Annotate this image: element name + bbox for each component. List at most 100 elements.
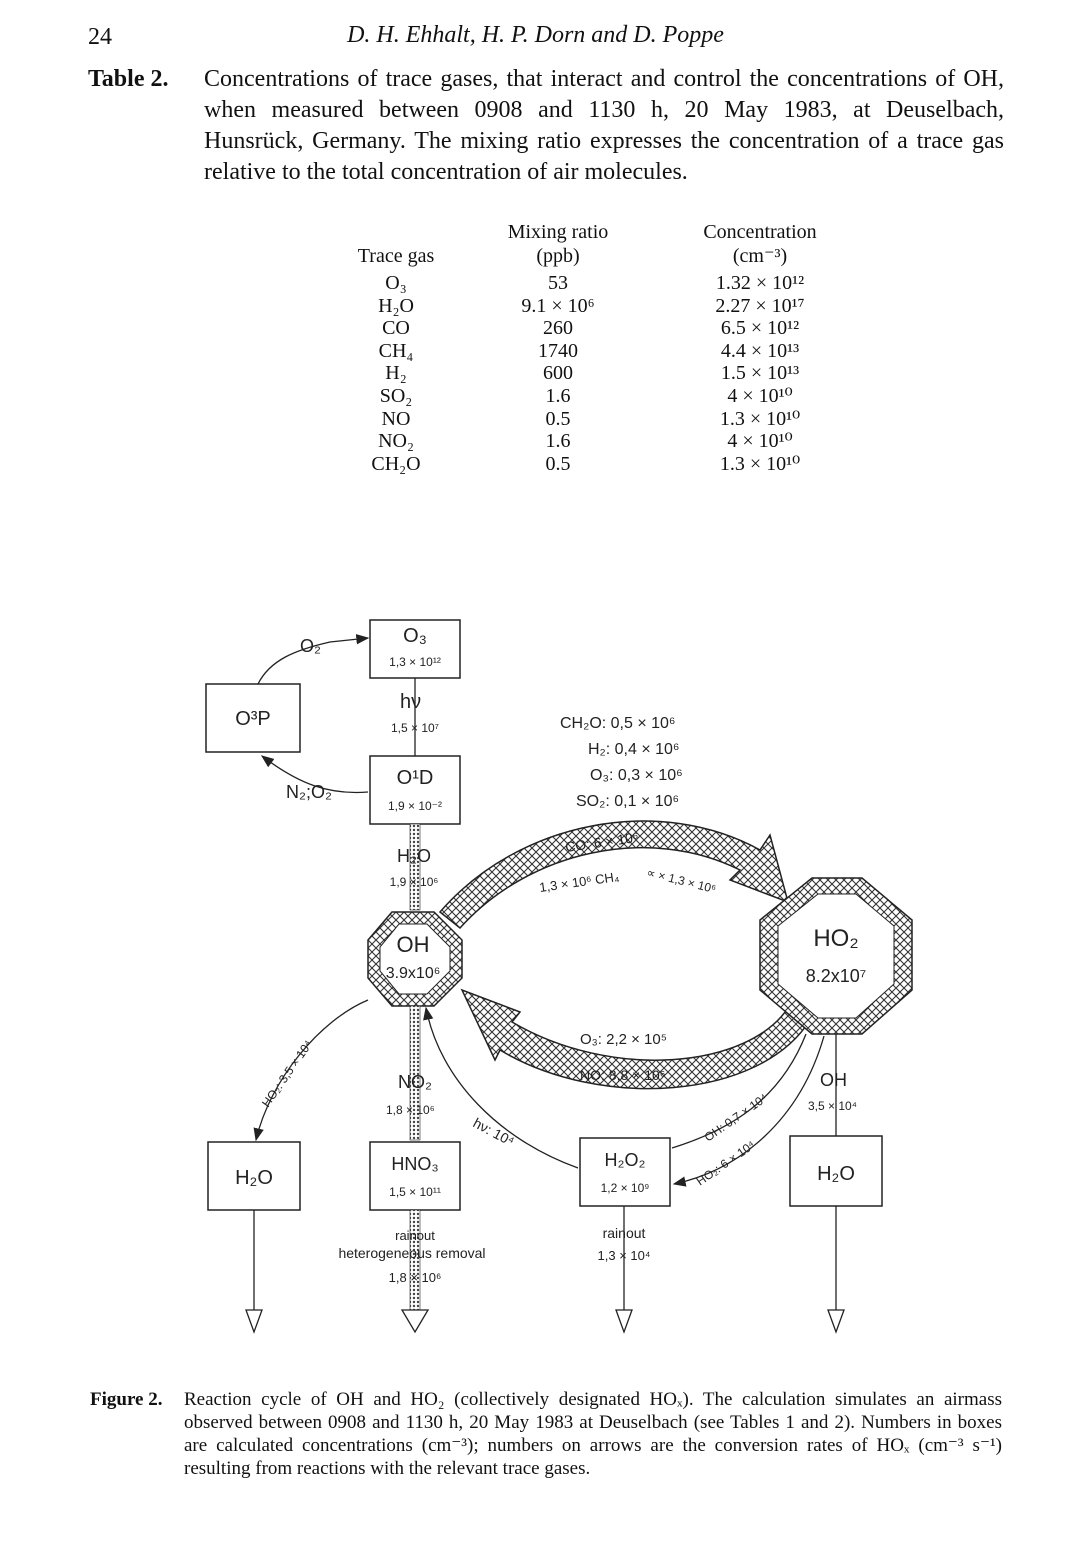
table-row: O₃ 53 1.32 × 10¹² (330, 272, 866, 295)
n2o2-label: N₂;O₂ (286, 782, 332, 802)
h2o-left-name: H₂O (235, 1167, 273, 1189)
running-head-authors: D. H. Ehhalt, H. P. Dorn and D. Poppe (347, 22, 724, 48)
table-row: CO 260 6.5 × 10¹² (330, 317, 866, 340)
table-row: CH₄ 1740 4.4 × 10¹³ (330, 340, 866, 363)
cell-mixing-ratio: 53 (548, 272, 568, 294)
o3p-name: O³P (235, 708, 271, 730)
cell-mixing-ratio: 1.6 (545, 430, 571, 453)
rate-o3: O₃: 0,3 × 10⁶ (590, 767, 683, 784)
rate-h2: H₂: 0,4 × 10⁶ (588, 741, 680, 758)
o3p-box (205, 683, 301, 753)
cell-trace-gas: NO (381, 407, 411, 430)
cell-concentration: 6.5 × 10¹² (720, 317, 800, 340)
ho2-h2o2-rate: HO₂: 6 × 10⁴ (694, 1138, 758, 1189)
cell-concentration: 1.3 × 10¹⁰ (719, 407, 801, 430)
table-row: SO₂ 1.6 4 × 10¹⁰ (330, 385, 866, 408)
cell-trace-gas: SO₂ (379, 384, 413, 407)
hno3-box (369, 1141, 461, 1211)
table-header-row: Trace gas Mixing ratio(ppb) Concentratio… (330, 220, 866, 272)
rate-o3-back: O₃: 2,2 × 10⁵ (580, 1031, 667, 1048)
figure-caption-text: Reaction cycle of OH and HO₂ (collective… (184, 1389, 1002, 1479)
oh-conc: 3.9x10⁶ (386, 965, 441, 982)
cell-trace-gas: O₃ (385, 272, 407, 294)
page-number: 24 (88, 24, 112, 50)
cell-trace-gas: H₂ (385, 362, 407, 385)
table-row: CH₂O 0.5 1.3 × 10¹⁰ (330, 453, 866, 476)
header-trace-gas: Trace gas (357, 245, 435, 267)
h2o-right-name: H₂O (817, 1163, 855, 1185)
ho2-name: HO₂ (813, 925, 858, 952)
hv-label: hν (400, 691, 421, 713)
trace-gas-table: Trace gas Mixing ratio(ppb) Concentratio… (330, 220, 866, 475)
hetero-removal: heterogeneous removal (338, 1245, 485, 1261)
cell-trace-gas: CH₄ (378, 339, 414, 362)
h2o2-name: H₂O₂ (605, 1150, 646, 1170)
rainout-2: rainout (603, 1225, 646, 1241)
oh-right-label: OH (820, 1070, 847, 1090)
table-row: H₂ 600 1.5 × 10¹³ (330, 362, 866, 385)
rainout-1-rate: 1,8 × 10⁶ (389, 1270, 442, 1285)
rate-so2: SO₂: 0,1 × 10⁶ (576, 793, 679, 810)
cell-concentration: 4 × 10¹⁰ (727, 430, 793, 453)
hno3-conc: 1,5 × 10¹¹ (389, 1185, 441, 1199)
no2-label: NO₂ (398, 1072, 432, 1092)
ho2-to-h2o-left-arrow (253, 999, 369, 1142)
table-row: NO 0.5 1.3 × 10¹⁰ (330, 408, 866, 431)
o1d-box (369, 755, 461, 825)
h2o-arrow-label: H₂O (397, 846, 431, 866)
hox-reaction-cycle-diagram: O₃ 1,3 × 10¹² O³P O¹D 1,9 × 10⁻² OH 3.9x… (205, 619, 913, 1334)
hno3-name: HNO₃ (391, 1154, 438, 1174)
o3-conc: 1,3 × 10¹² (389, 655, 441, 669)
h2o2-box (579, 1137, 671, 1207)
h2o2-to-oh-photolysis-arrow (423, 1006, 579, 1169)
table-row: H₂O 9.1 × 10⁶ 2.27 × 10¹⁷ (330, 295, 866, 318)
oh-to-hno3-arrow-shaft (409, 1005, 421, 1141)
o1d-to-oh-arrow-shaft (409, 823, 421, 911)
rate-no: NO: 8,8 × 10⁶ (580, 1067, 666, 1083)
o2-label: O₂ (300, 636, 321, 656)
cell-mixing-ratio: 0.5 (545, 452, 571, 475)
h2o2-conc: 1,2 × 10⁹ (601, 1181, 650, 1195)
cell-mixing-ratio: 260 (543, 317, 573, 340)
o1d-conc: 1,9 × 10⁻² (388, 799, 442, 813)
rate-alpha: ∝ × 1,3 × 10⁶ (645, 865, 717, 896)
cell-mixing-ratio: 0.5 (545, 407, 571, 430)
rate-ch4: 1,3 × 10⁶ CH₄ (538, 869, 620, 895)
oh-right-rate: 3,5 × 10⁴ (808, 1099, 857, 1113)
o1d-to-o3p-arrow (260, 755, 369, 794)
oh-h2o2-line (671, 1033, 807, 1149)
h2o-left-box (207, 1141, 301, 1211)
cell-concentration: 1.5 × 10¹³ (720, 362, 800, 385)
cell-concentration: 4 × 10¹⁰ (727, 384, 793, 407)
rainout-2-rate: 1,3 × 10⁴ (598, 1248, 651, 1263)
o3-name: O₃ (403, 625, 427, 647)
ho2-left-rate: HO₂: 3,5 × 10⁴ (259, 1038, 315, 1110)
hv-rate: 1,5 × 10⁷ (391, 721, 439, 735)
table-row: NO₂ 1.6 4 × 10¹⁰ (330, 430, 866, 453)
ho2-to-h2o2-arrow (672, 1035, 825, 1187)
cell-concentration: 1.3 × 10¹⁰ (719, 452, 801, 475)
cell-concentration: 4.4 × 10¹³ (720, 339, 800, 362)
cell-mixing-ratio: 600 (543, 362, 573, 385)
header-mixing-ratio: Mixing ratio(ppb) (507, 221, 609, 267)
ho2-conc: 8.2x10⁷ (806, 966, 867, 986)
table-caption-label: Table 2. (88, 66, 169, 92)
cell-mixing-ratio: 1740 (538, 339, 578, 362)
cell-concentration: 1.32 × 10¹² (715, 272, 805, 294)
oh-name: OH (397, 932, 430, 957)
cell-trace-gas: NO₂ (378, 430, 414, 453)
cell-concentration: 2.27 × 10¹⁷ (715, 294, 805, 317)
cell-trace-gas: CH₂O (371, 452, 421, 475)
cell-trace-gas: CO (382, 317, 410, 340)
oh-h2o2-rate: OH: 0,7 × 10⁴ (702, 1091, 770, 1145)
o2-to-o3-arrow (257, 634, 370, 685)
h2o-arrow-rate: 1,9 × 10⁶ (390, 875, 439, 889)
cell-mixing-ratio: 9.1 × 10⁶ (521, 294, 595, 317)
rainout-1: rainout (395, 1228, 435, 1243)
figure-caption-label: Figure 2. (90, 1389, 163, 1410)
header-concentration: Concentration(cm⁻³) (703, 221, 817, 267)
rate-ch2o: CH₂O: 0,5 × 10⁶ (560, 715, 676, 732)
cell-trace-gas: H₂O (378, 294, 414, 317)
cell-mixing-ratio: 1.6 (545, 384, 571, 407)
table-caption-text: Concentrations of trace gases, that inte… (204, 66, 1004, 185)
